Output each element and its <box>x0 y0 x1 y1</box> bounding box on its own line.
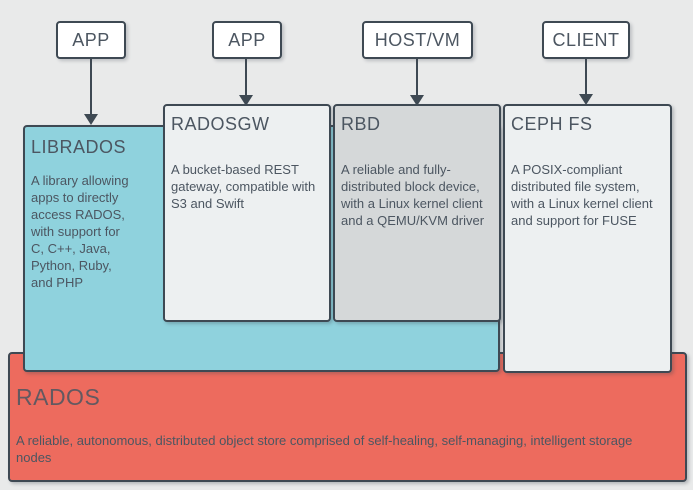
node-app-2-label: APP <box>228 29 266 50</box>
node-app-1: APP <box>56 21 126 59</box>
arrow-app1-to-librados <box>90 59 92 115</box>
arrowhead-down-icon <box>579 94 593 105</box>
node-client: CLIENT <box>542 21 630 59</box>
node-app-1-label: APP <box>72 29 110 50</box>
rados-description: A reliable, autonomous, distributed obje… <box>16 433 633 465</box>
arrow-hostvm-to-rbd <box>416 59 418 96</box>
node-host-vm-label: HOST/VM <box>374 29 461 50</box>
node-host-vm: HOST/VM <box>362 21 473 59</box>
rbd-description: A reliable and fully- distributed block … <box>341 162 485 228</box>
rados-title: RADOS <box>16 384 101 410</box>
arrow-app2-to-radosgw <box>245 59 247 96</box>
radosgw-description: A bucket-based REST gateway, compatible … <box>171 162 316 211</box>
radosgw-title: RADOSGW <box>171 114 270 134</box>
arrow-client-to-cephfs <box>585 59 587 95</box>
box-cephfs: CEPH FS A POSIX-compliant distributed fi… <box>503 104 672 373</box>
librados-description: A library allowing apps to directly acce… <box>31 173 129 290</box>
arrowhead-down-icon <box>410 95 424 106</box>
node-client-label: CLIENT <box>552 29 620 50</box>
box-rados: RADOS A reliable, autonomous, distribute… <box>8 352 687 482</box>
rbd-title: RBD <box>341 114 381 134</box>
node-app-2: APP <box>212 21 282 59</box>
arrowhead-down-icon <box>239 95 253 106</box>
box-radosgw: RADOSGW A bucket-based REST gateway, com… <box>163 104 331 322</box>
cephfs-description: A POSIX-compliant distributed file syste… <box>511 162 653 228</box>
arrowhead-down-icon <box>84 114 98 125</box>
cephfs-title: CEPH FS <box>511 114 593 134</box>
box-rbd: RBD A reliable and fully- distributed bl… <box>333 104 501 322</box>
librados-title: LIBRADOS <box>31 137 127 157</box>
